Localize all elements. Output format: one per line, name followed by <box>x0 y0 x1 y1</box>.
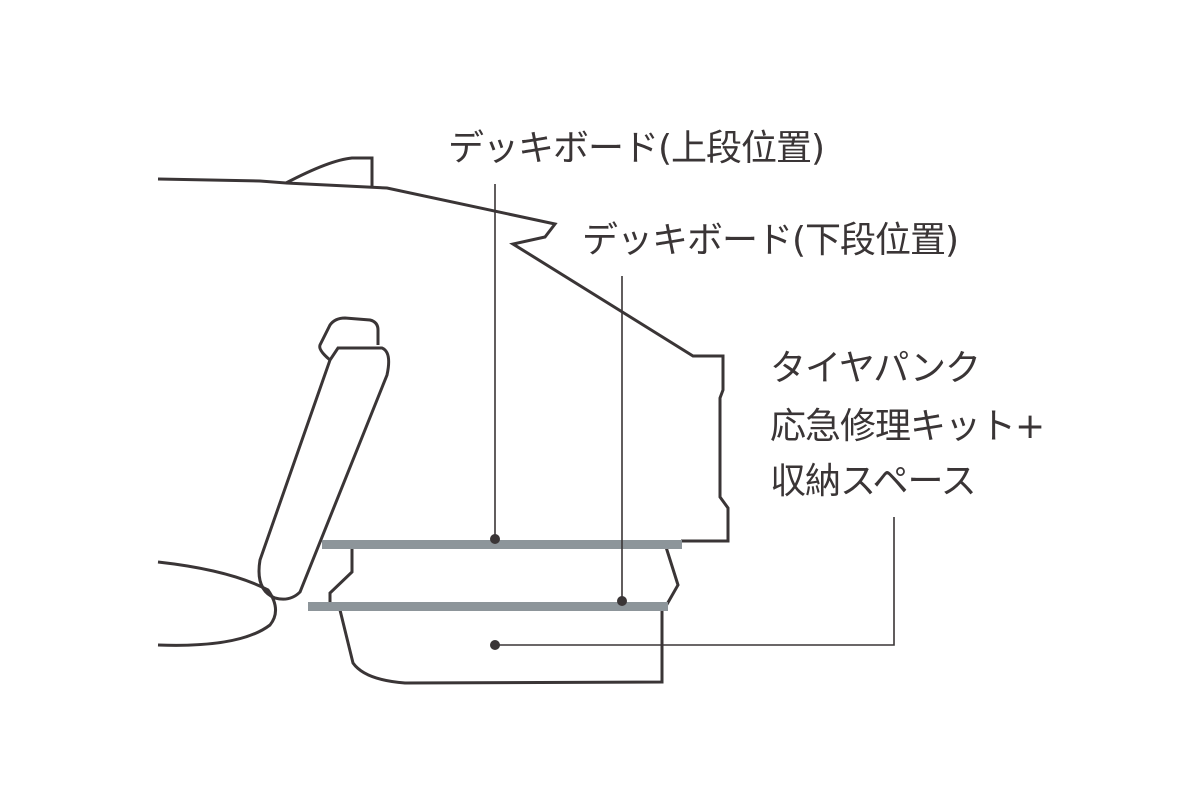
marker-dot-lower <box>617 596 627 606</box>
marker-dot-upper <box>490 534 500 544</box>
label-deck-board-lower: デッキボード(下段位置) <box>582 220 959 261</box>
leader-line-storage <box>495 517 895 646</box>
label-storage-line2: 応急修理キット+ <box>770 406 1045 447</box>
vehicle-body-outline <box>157 156 730 543</box>
label-storage-line1: タイヤパンク <box>770 348 981 389</box>
leader-lines <box>494 184 895 646</box>
rear-seat-outline <box>157 316 391 647</box>
deck-board-upper <box>322 540 682 549</box>
label-deck-board-upper: デッキボード(上段位置) <box>448 128 825 169</box>
underfloor-tub-outline <box>328 546 680 685</box>
label-storage-line3: 収納スペース <box>770 461 977 502</box>
marker-dot-storage <box>490 640 500 650</box>
deck-board-lower <box>308 602 668 611</box>
